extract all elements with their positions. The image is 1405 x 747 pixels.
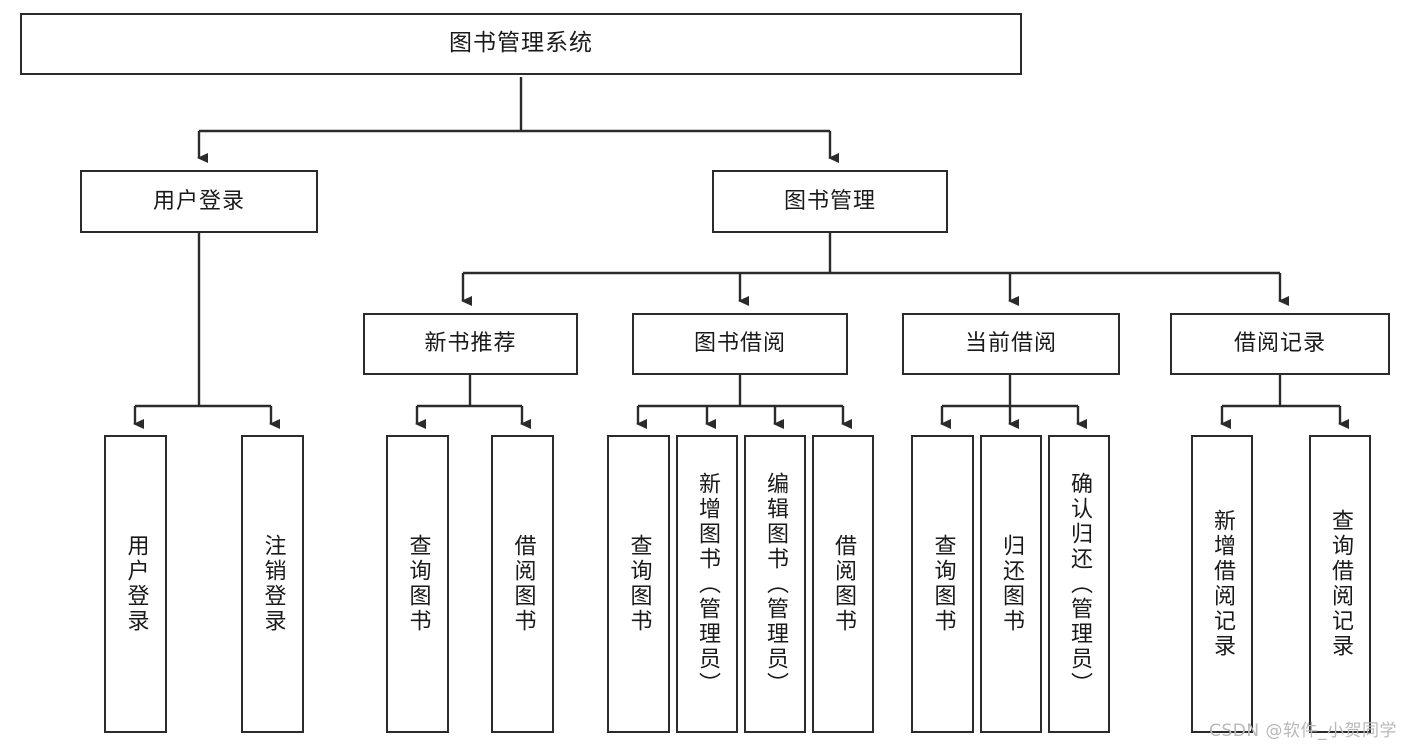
node-leaf-user-login[interactable]: 用户登录 (104, 435, 167, 733)
node-label: 图书管理系统 (449, 30, 593, 57)
node-leaf-logout[interactable]: 注销登录 (241, 435, 304, 733)
node-leaf-confirm-return-admin[interactable]: 确认归还（管理员） (1048, 435, 1110, 733)
node-label: 新增借阅记录 (1210, 509, 1235, 659)
node-leaf-return-books[interactable]: 归还图书 (980, 435, 1042, 733)
node-new-book-recommendation[interactable]: 新书推荐 (363, 313, 578, 375)
node-leaf-query-borrow-record[interactable]: 查询借阅记录 (1309, 435, 1371, 733)
node-label: 新增图书（管理员） (695, 471, 720, 697)
node-root-book-management-system[interactable]: 图书管理系统 (20, 13, 1022, 75)
node-label: 用户登录 (152, 188, 245, 214)
node-label: 归还图书 (999, 534, 1024, 634)
node-label: 确认归还（管理员） (1067, 471, 1092, 697)
node-label: 查询图书 (626, 534, 652, 634)
node-label: 用户登录 (123, 534, 149, 634)
node-leaf-borrow-books[interactable]: 借阅图书 (812, 435, 874, 733)
node-leaf-query-books-borrow[interactable]: 查询图书 (607, 435, 670, 733)
node-label: 借阅图书 (831, 534, 856, 634)
node-user-login[interactable]: 用户登录 (80, 170, 318, 233)
node-leaf-add-book-admin[interactable]: 新增图书（管理员） (676, 435, 738, 733)
node-leaf-edit-book-admin[interactable]: 编辑图书（管理员） (744, 435, 806, 733)
node-label: 当前借阅 (964, 331, 1057, 357)
node-book-borrowing[interactable]: 图书借阅 (632, 313, 848, 375)
node-label: 查询图书 (405, 534, 431, 634)
node-label: 借阅图书 (510, 534, 536, 634)
node-label: 新书推荐 (424, 331, 517, 357)
node-leaf-query-books-recommend[interactable]: 查询图书 (386, 435, 449, 733)
node-leaf-add-borrow-record[interactable]: 新增借阅记录 (1191, 435, 1253, 733)
node-label: 查询图书 (930, 534, 956, 634)
node-label: 编辑图书（管理员） (763, 471, 788, 697)
node-leaf-borrow-books-recommend[interactable]: 借阅图书 (491, 435, 554, 733)
node-leaf-query-books-current[interactable]: 查询图书 (911, 435, 974, 733)
node-borrow-records[interactable]: 借阅记录 (1170, 313, 1390, 375)
node-label: 借阅记录 (1233, 331, 1326, 357)
csdn-watermark: CSDN @软件_小贺同学 (1209, 721, 1397, 741)
node-label: 查询借阅记录 (1328, 509, 1353, 659)
node-book-management[interactable]: 图书管理 (712, 170, 948, 233)
node-label: 图书借阅 (693, 331, 786, 357)
node-label: 注销登录 (260, 534, 286, 634)
node-current-borrowing[interactable]: 当前借阅 (902, 313, 1120, 375)
node-label: 图书管理 (783, 188, 876, 214)
